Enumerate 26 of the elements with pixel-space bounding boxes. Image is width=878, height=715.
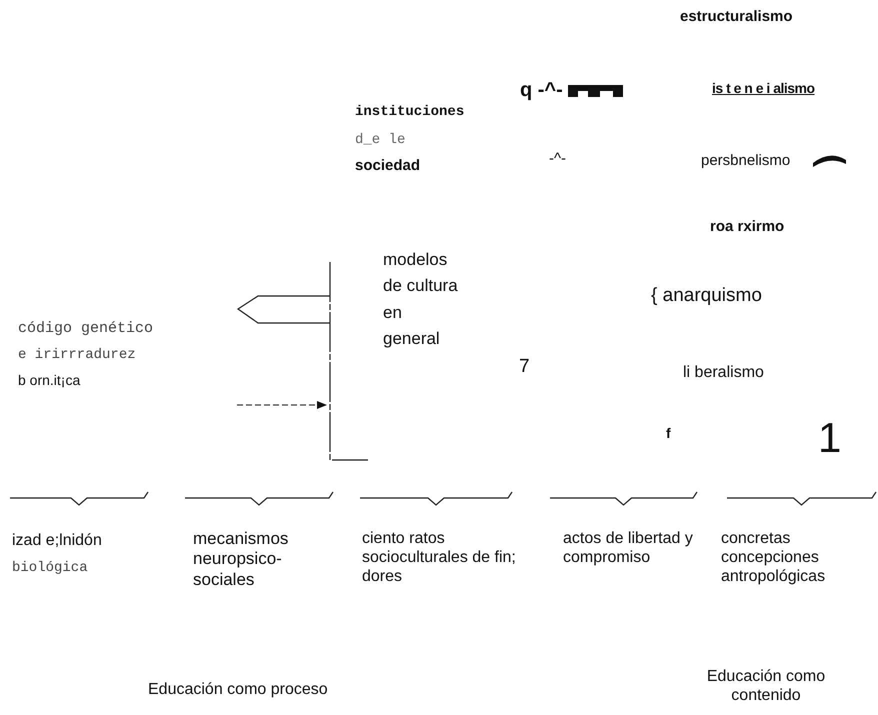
concept-label: concretas concepciones antropológicas [721,529,826,587]
caption-text: d_e le [355,132,406,149]
concept-label: código genético [18,320,154,338]
concept-label: e irirrradurez [18,347,136,364]
doctrine-label: persbnelismo [701,152,790,170]
concept-label: actos de libertad y compromiso [563,529,694,568]
concept-label: modelos de cultura en general [383,249,459,350]
heading-text: sociedad [355,157,420,175]
doctrine-label: roa rxirmo [710,218,784,236]
section-caption: Educación como proceso [148,680,328,700]
doctrine-label: is t e n e i alismo [712,80,815,97]
glyph-text: -^- [549,150,566,168]
concept-label: b orn.it¡ca [18,372,80,389]
glyph-text: q -^- [520,78,563,102]
concept-label: ciento ratos socioculturales de fin; dores [362,529,517,587]
concept-label: biológica [12,560,88,577]
doctrine-label: { anarquismo [651,285,762,308]
heading-text: instituciones [355,104,464,121]
stray-mark: 1 [818,413,842,463]
doctrine-label: estructuralismo [680,8,793,26]
concept-label: mecanismos neuropsico- sociales [193,529,290,590]
stray-mark: f [666,425,671,442]
concept-label: izad e;lnidón [12,531,102,550]
stray-mark: 7 [519,356,530,379]
section-caption: Educación como contenido [706,667,826,706]
doctrine-label: li beralismo [683,363,764,382]
